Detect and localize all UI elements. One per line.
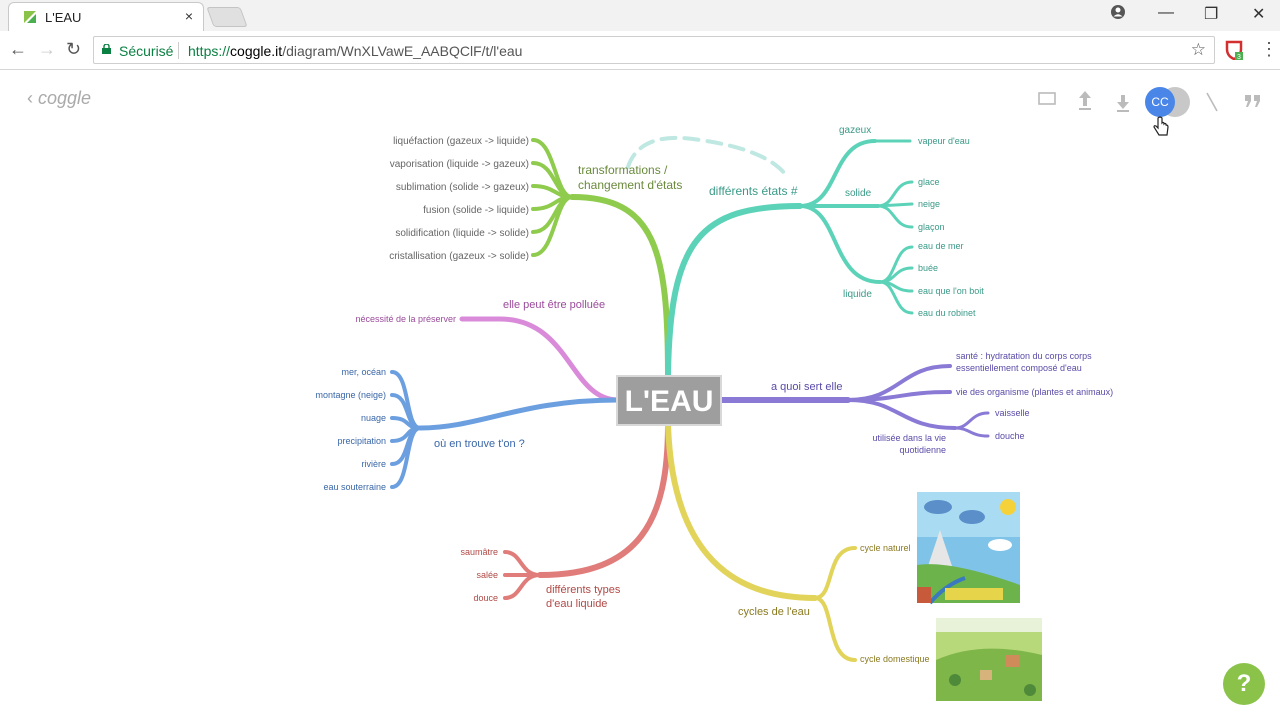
node-vie-2[interactable]: quotidienne [899, 445, 946, 455]
leaf-transformations[interactable]: solidification (liquide -> solide) [395, 228, 529, 239]
browser-menu-icon[interactable]: ⋮ [1260, 39, 1278, 59]
extension-shield-icon[interactable]: 3 [1225, 40, 1243, 65]
node-transformations-1[interactable]: transformations / [578, 163, 668, 177]
branch-transformations[interactable] [531, 138, 671, 378]
lock-icon [102, 44, 111, 54]
leaf-transformations[interactable]: sublimation (solide -> gazeux) [396, 182, 529, 193]
leaf-liquide[interactable]: buée [918, 263, 938, 273]
branch-sert[interactable] [717, 364, 990, 438]
leaf-types[interactable]: salée [476, 570, 498, 580]
node-solide[interactable]: solide [845, 188, 872, 199]
close-window-button[interactable]: ✕ [1252, 6, 1266, 23]
node-sert[interactable]: a quoi sert elle [771, 381, 843, 393]
leaf-vie[interactable]: vaisselle [995, 408, 1030, 418]
hand-cursor-icon [1152, 116, 1170, 143]
leaf-liquide[interactable]: eau du robinet [918, 308, 976, 318]
leaf-sert[interactable]: santé : hydratation du corps corps [956, 351, 1092, 361]
forward-button[interactable]: → [38, 39, 56, 59]
reload-button[interactable]: ↻ [66, 39, 82, 59]
url-text[interactable]: https://coggle.it/diagram/WnXLVawE_AABQC… [188, 43, 522, 59]
leaf-trouve[interactable]: eau souterraine [323, 482, 386, 492]
leaf-cycles[interactable]: cycle naturel [860, 543, 911, 553]
address-bar[interactable]: Sécurisé https://coggle.it/diagram/WnXLV… [93, 36, 1215, 64]
coggle-favicon-icon [23, 10, 37, 24]
profile-icon[interactable] [1110, 4, 1126, 25]
extension-badge: 3 [1237, 54, 1241, 60]
leaf-solide[interactable]: glace [918, 177, 940, 187]
help-button[interactable]: ? [1223, 663, 1265, 705]
url-host: coggle.it [230, 43, 283, 59]
node-trouve[interactable]: où en trouve t'on ? [434, 438, 525, 450]
url-path: /diagram/WnXLVawE_AABQClF/t/l'eau [282, 43, 523, 59]
leaf-sert[interactable]: essentiellement composé d'eau [956, 363, 1082, 373]
browser-tab[interactable]: L'EAU × [8, 2, 204, 31]
branch-trouve[interactable] [390, 370, 621, 489]
branch-polluee[interactable] [459, 316, 621, 403]
user-avatar[interactable]: CC [1145, 87, 1175, 117]
leaf-trouve[interactable]: mer, océan [341, 367, 386, 377]
share-icon[interactable] [1078, 90, 1092, 115]
cross-link [626, 135, 790, 180]
branch-types[interactable] [503, 422, 671, 600]
branch-etats[interactable] [665, 139, 914, 378]
leaf-types[interactable]: douce [473, 593, 498, 603]
leaf-gazeux[interactable]: vapeur d'eau [918, 136, 970, 146]
line-icon[interactable] [1205, 92, 1219, 117]
leaf-transformations[interactable]: cristallisation (gazeux -> solide) [389, 251, 529, 262]
node-transformations-2[interactable]: changement d'états [578, 178, 682, 192]
branch-cycles[interactable] [665, 422, 857, 662]
coggle-logo[interactable]: ‹ coggle [27, 88, 91, 109]
node-polluee[interactable]: elle peut être polluée [503, 299, 605, 311]
image-cycle-naturel[interactable] [917, 492, 1020, 605]
logo-text: coggle [38, 88, 92, 108]
leaf-trouve[interactable]: montagne (neige) [315, 390, 386, 400]
leaf-liquide[interactable]: eau que l'on boit [918, 286, 984, 296]
leaf-solide[interactable]: glaçon [918, 222, 945, 232]
leaf-trouve[interactable]: nuage [361, 413, 386, 423]
leaf-cycles[interactable]: cycle domestique [860, 654, 930, 664]
leaf-transformations[interactable]: liquéfaction (gazeux -> liquide) [393, 136, 529, 147]
new-tab-button[interactable] [206, 7, 248, 27]
node-etats[interactable]: différents états # [709, 184, 798, 198]
leaf-sert[interactable]: vie des organisme (plantes et animaux) [956, 387, 1113, 397]
leaf-trouve[interactable]: precipitation [337, 436, 386, 446]
secure-label: Sécurisé [119, 43, 174, 59]
leaf-vie[interactable]: douche [995, 431, 1025, 441]
download-icon[interactable] [1116, 94, 1130, 117]
leaf-trouve[interactable]: rivière [361, 459, 386, 469]
quote-icon[interactable] [1244, 94, 1262, 113]
leaf-transformations[interactable]: vaporisation (liquide -> gazeux) [390, 159, 529, 170]
back-button[interactable]: ← [9, 39, 27, 59]
node-types-1[interactable]: différents types [546, 584, 621, 596]
center-label: L'EAU [625, 385, 714, 418]
minimize-button[interactable]: — [1158, 4, 1174, 21]
image-cycle-domestique[interactable] [936, 618, 1042, 701]
node-vie-1[interactable]: utilisée dans la vie [872, 433, 946, 443]
leaf-polluee[interactable]: nécessité de la préserver [355, 314, 456, 324]
tab-close-icon[interactable]: × [184, 8, 193, 24]
center-node[interactable] [616, 375, 722, 426]
url-scheme: https:// [188, 43, 231, 59]
restore-button[interactable]: ❐ [1204, 6, 1219, 23]
node-liquide[interactable]: liquide [843, 289, 872, 300]
node-gazeux[interactable]: gazeux [839, 125, 871, 136]
back-chevron-icon: ‹ [27, 88, 38, 108]
tab-title: L'EAU [45, 10, 82, 25]
browser-tab-bar: L'EAU × — ❐ ✕ [0, 0, 1280, 31]
present-icon[interactable] [1038, 92, 1056, 111]
leaf-transformations[interactable]: fusion (solide -> liquide) [423, 205, 529, 216]
bookmark-star-icon[interactable]: ☆ [1190, 40, 1206, 59]
leaf-solide[interactable]: neige [918, 199, 940, 209]
leaf-types[interactable]: saumâtre [460, 547, 498, 557]
node-cycles[interactable]: cycles de l'eau [738, 606, 810, 618]
browser-toolbar: ← → ↻ Sécurisé https://coggle.it/diagram… [0, 31, 1280, 70]
node-types-2[interactable]: d'eau liquide [546, 598, 607, 610]
leaf-liquide[interactable]: eau de mer [918, 241, 964, 251]
address-separator [178, 42, 179, 59]
